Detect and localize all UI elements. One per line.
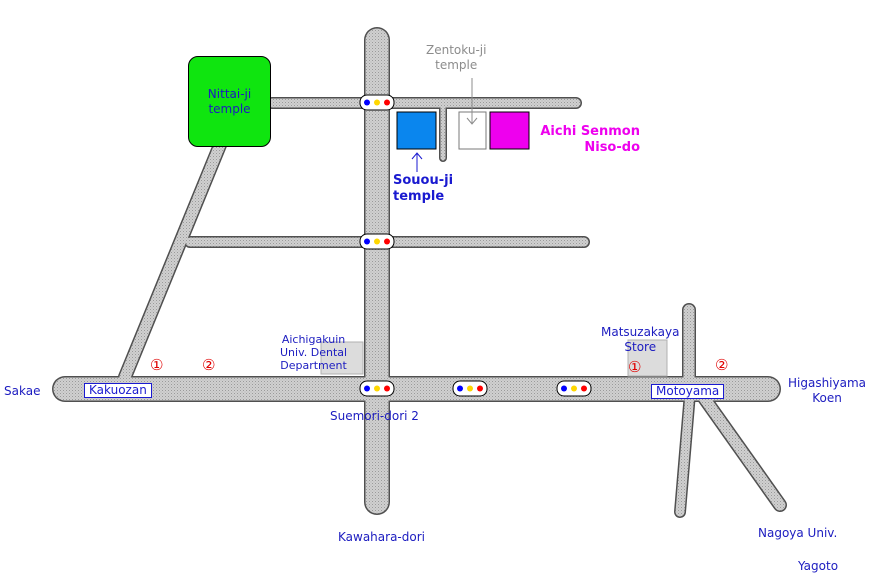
kakuozan-station: Kakuozan bbox=[84, 383, 152, 398]
sououji-building bbox=[396, 111, 437, 150]
sououji-label: Souou-ji temple bbox=[393, 173, 454, 204]
motoyama-exit-2: ② bbox=[715, 356, 729, 374]
traffic-signal-suemori bbox=[359, 380, 395, 397]
kakuozan-exit-2: ② bbox=[202, 356, 216, 374]
aichigakuin-building bbox=[320, 341, 364, 375]
matsuzakaya-label: Matsuzakaya Store bbox=[601, 325, 680, 354]
traffic-signal-east-1 bbox=[452, 380, 488, 397]
nittaiji-label: Nittai-ji temple bbox=[207, 87, 252, 116]
traffic-signal-upper bbox=[359, 94, 395, 111]
aichi-senmon-building bbox=[489, 111, 530, 150]
zentokuji-label: Zentoku-ji temple bbox=[426, 43, 487, 72]
suemori-label: Suemori-dori 2 bbox=[330, 409, 419, 423]
yagoto-label: Yagoto bbox=[798, 559, 839, 573]
arrow-zentokuji bbox=[466, 78, 478, 125]
sakae-label: Sakae bbox=[4, 384, 41, 398]
nagoya-univ-label: Nagoya Univ. bbox=[758, 526, 838, 540]
motoyama-exit-1: ① bbox=[628, 358, 642, 376]
kawahara-label: Kawahara-dori bbox=[338, 530, 425, 544]
higashiyama-label: Higashiyama Koen bbox=[788, 376, 867, 405]
motoyama-station: Motoyama bbox=[651, 384, 725, 399]
aichi-senmon-label: Aichi Senmon Niso-do bbox=[540, 124, 640, 155]
matsuzakaya-building bbox=[627, 339, 668, 377]
arrow-sououji bbox=[411, 152, 423, 172]
traffic-signal-middle bbox=[359, 233, 395, 250]
traffic-signal-east-2 bbox=[556, 380, 592, 397]
nittaiji-temple: Nittai-ji temple bbox=[188, 56, 271, 147]
kakuozan-exit-1: ① bbox=[150, 356, 164, 374]
aichigakuin-label: Aichigakuin Univ. Dental Department bbox=[280, 333, 348, 372]
